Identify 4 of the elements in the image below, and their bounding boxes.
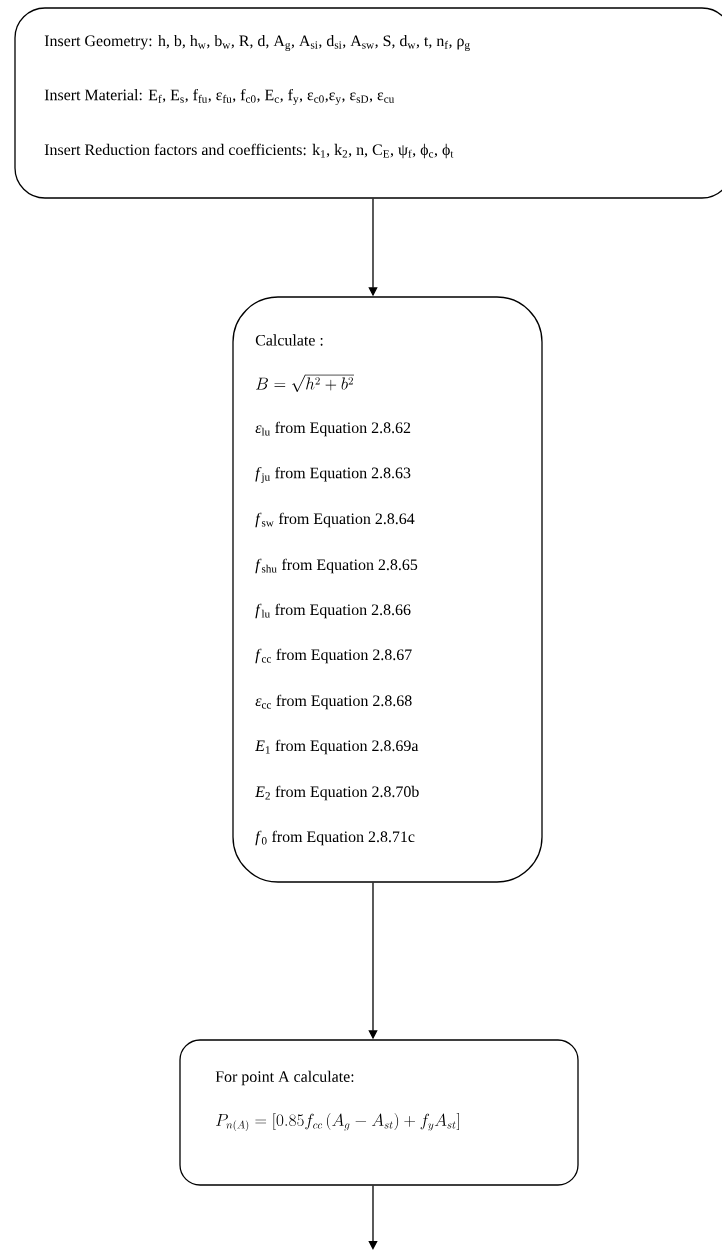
arrow [368,1185,378,1250]
process-box: Insert Geometry: h, b, h$_{w}$, b$_{w}$, R, d, A$_{g}$, A$_{si}$, d$_{si}$, A$_{sw}$, S, d$_{w}$, t, n$_{f}$, ρ$_{g}$ Insert Material: E$_{f}$, E$_{s}$, f$_{fu}$, ε$_{fu}$, f$_{c0}$, E$_{c}$, f$_{y}$, ε$_{c0}$,ε$_{y}$, ε$_{sD}$, ε$_{cu}$ Insert Reduction factors and coefficients: k$_{1}$, k$_{2}$, n, C$_{E}$, ψ$_{f}$, ϕ$_{c}$, ϕ$_{t}$ [14,7,722,199]
process-box: For point A calculate: $P_{n(A)} = \left[0.85 f_{cc}\left(A_{g} - A_{st}\right) + f_{y} A_{st}\right]$ [179,1039,579,1186]
process-box: Calculate : $B = \sqrt{h^{2} + b^{2}}$ ε$_{lu}$ from Equation 2.8.62 f$_{ju}$ from Equation 2.8.63 f$_{sw}$ from Equation 2.8.64 f$_{shu}$ from Equation 2.8.65 f$_{lu}$ from Equation 2.8.66 f$_{cc}$ from Equation 2.8.67 ε$_{cc}$ from Equation 2.8.68 E$_{1}$ from Equation 2.8.69a E$_{2}$ from Equation 2.8.70b f$_{0}$ from Equation 2.8.71c [232,296,543,883]
